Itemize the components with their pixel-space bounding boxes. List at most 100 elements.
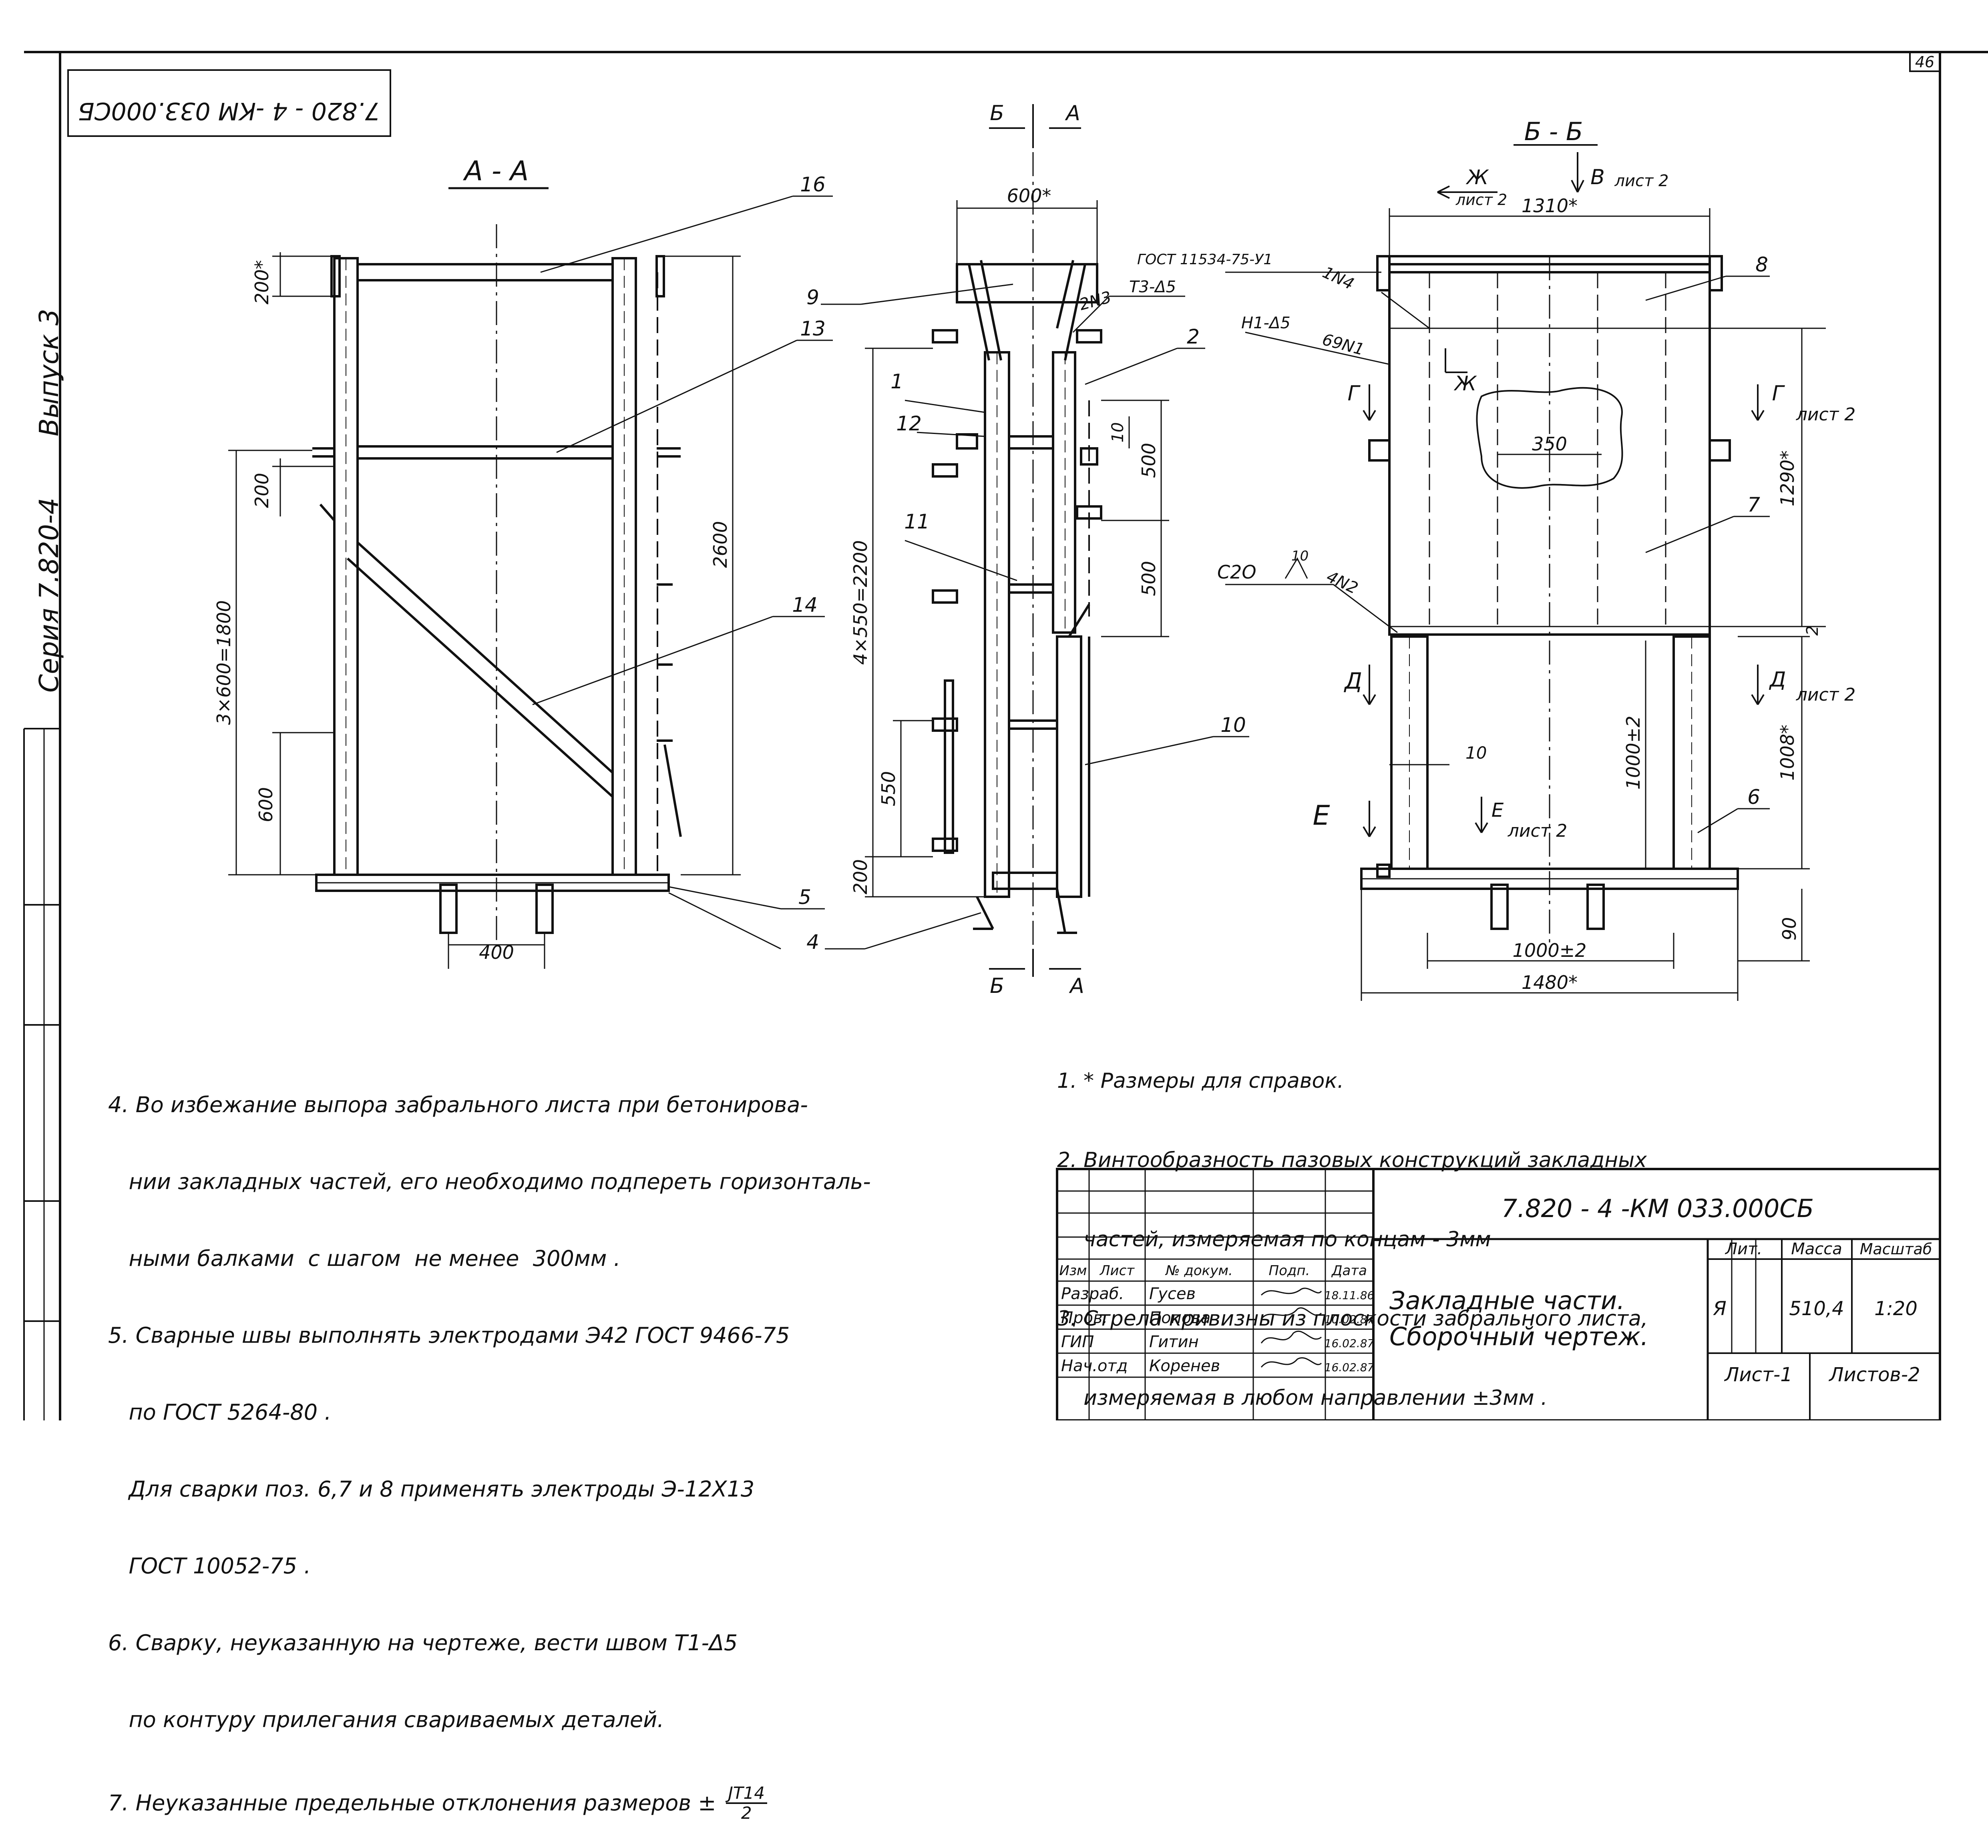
note-3-cont: измеряемая в любом направлении ±3мм . xyxy=(1057,1386,1548,1410)
tb-title-line2: Сборочный чертеж. xyxy=(1389,1322,1648,1351)
tb-doc-code: 7.820 - 4 -КМ 033.000СБ xyxy=(1502,1194,1814,1223)
pos-5: 5 xyxy=(798,886,811,909)
tolerance-denominator: 2 xyxy=(741,1803,752,1823)
tb-sheet: Лист-1 xyxy=(1724,1364,1793,1386)
tb-role-prov: Пров. xyxy=(1061,1309,1108,1327)
weld-c20: С2О xyxy=(1217,561,1256,583)
weld-69n1: 69N1 xyxy=(1320,330,1366,359)
note-7-row: 7. Неуказанные предельные отклонения раз… xyxy=(108,1784,871,1822)
weld-t3: Т3-Δ5 xyxy=(1129,278,1176,296)
tb-name-nach: Коренев xyxy=(1149,1357,1220,1375)
cut-bottom-b: Б xyxy=(990,974,1004,998)
tb-lit-value: Я xyxy=(1713,1298,1726,1320)
cut-bottom-a: А xyxy=(1069,974,1084,998)
tb-header-date: Дата xyxy=(1331,1263,1367,1279)
dim-bb-2: 2 xyxy=(1803,625,1822,635)
rotated-code-box xyxy=(67,69,391,137)
weld-h1: Н1-Δ5 xyxy=(1241,314,1290,332)
tb-mass-header: Масса xyxy=(1791,1240,1842,1258)
dim-side-600: 600* xyxy=(1007,185,1051,207)
note-7: 7. Неуказанные предельные отклонения раз… xyxy=(108,1790,716,1816)
view-d-sub: лист 2 xyxy=(1796,685,1856,705)
tb-name-razrab: Гусев xyxy=(1149,1285,1196,1303)
view-d-right: Д xyxy=(1769,668,1786,692)
side-series-label: Серия 7.820-4 xyxy=(34,498,64,693)
pos-16: 16 xyxy=(800,173,826,196)
note-4-cont2: ными балками с шагом не менее 300мм . xyxy=(108,1246,621,1271)
view-v: В xyxy=(1590,165,1605,189)
note-4: 4. Во избежание выпора забрального листа… xyxy=(108,1092,808,1117)
tb-header-sign: Подп. xyxy=(1269,1263,1310,1279)
dim-aa-2600: 2600 xyxy=(710,521,731,568)
page-number: 46 xyxy=(1915,53,1934,71)
dim-side-500-b: 500 xyxy=(1138,561,1160,596)
pos-11: 11 xyxy=(904,510,930,533)
tb-date-nach: 16.02.87 xyxy=(1325,1361,1375,1374)
tb-mass-value: 510,4 xyxy=(1789,1298,1844,1320)
cut-top-b: Б xyxy=(990,101,1004,125)
dim-bb-1008: 1008* xyxy=(1777,725,1798,781)
pos-1: 1 xyxy=(890,370,903,393)
dim-aa-400: 400 xyxy=(479,942,514,963)
drawing-sheet: 46 7.820 - 4 -КМ 033.000СБ Серия 7.820-4… xyxy=(23,51,1988,1420)
tolerance-fraction: JT14 2 xyxy=(726,1784,767,1823)
rotated-doc-code: 7.820 - 4 -КМ 033.000СБ xyxy=(78,97,380,125)
pos-14: 14 xyxy=(792,593,818,617)
pos-9: 9 xyxy=(806,286,819,309)
tb-sheets: Листов-2 xyxy=(1828,1364,1920,1386)
dim-side-4x550: 4×550=2200 xyxy=(850,540,871,665)
weld-10: 10 xyxy=(1291,548,1309,564)
notes-right: 1. * Размеры для справок. 2. Винтообразн… xyxy=(1057,1015,1648,1438)
dim-side-10: 10 xyxy=(1109,422,1127,443)
tb-header-list: Лист xyxy=(1099,1263,1135,1279)
tb-scale-header: Масштаб xyxy=(1860,1240,1932,1258)
pos-8: 8 xyxy=(1755,253,1768,276)
dim-bb-90: 90 xyxy=(1779,917,1800,941)
dim-bb-1290: 1290* xyxy=(1777,450,1798,506)
tb-header-izm: Изм xyxy=(1059,1263,1087,1279)
view-g-left: Г xyxy=(1348,382,1361,406)
note-2-cont: частей, измеряемая по концам - 3мм xyxy=(1057,1227,1491,1251)
tolerance-numerator: JT14 xyxy=(726,1784,767,1804)
tb-role-gip: ГИП xyxy=(1061,1333,1094,1351)
view-g-sub: лист 2 xyxy=(1796,404,1856,425)
view-g-right: Г xyxy=(1772,382,1785,406)
note-4-cont1: нии закладных частей, его необходимо под… xyxy=(108,1169,871,1194)
notes-left: 4. Во избежание выпора забрального листа… xyxy=(108,1041,871,1848)
view-e-inner: Е xyxy=(1492,799,1504,822)
dim-bb-10: 10 xyxy=(1465,743,1487,763)
note-5-cont3: ГОСТ 10052-75 . xyxy=(108,1553,311,1579)
dim-side-550: 550 xyxy=(878,771,899,806)
view-section-bb: Б - Б 350 xyxy=(1137,117,1855,1001)
weld-1n4: 1N4 xyxy=(1320,263,1357,293)
dim-bb-1000-h: 1000±2 xyxy=(1513,940,1587,961)
tb-name-prov: Попова xyxy=(1149,1309,1210,1327)
weld-gost: ГОСТ 11534-75-У1 xyxy=(1137,251,1272,268)
pos-13: 13 xyxy=(800,317,826,340)
view-aa-title: А - А xyxy=(463,155,529,187)
view-zh-top: Ж xyxy=(1465,166,1489,189)
tb-date-razrab: 18.11.86 xyxy=(1325,1289,1375,1302)
view-d-left: Д xyxy=(1343,668,1362,694)
dim-aa-200: 200 xyxy=(251,473,273,508)
note-2: 2. Винтообразность пазовых конструкций з… xyxy=(1057,1148,1647,1172)
note-6-cont: по контуру прилегания свариваемых детале… xyxy=(108,1707,664,1732)
view-zh-inner: Ж xyxy=(1453,372,1477,395)
tb-name-gip: Гитин xyxy=(1149,1333,1199,1351)
tb-date-gip: 16.02.87 xyxy=(1325,1337,1375,1350)
view-bb-title: Б - Б xyxy=(1524,117,1583,146)
pos-10: 10 xyxy=(1220,713,1246,737)
view-section-aa: А - А xyxy=(213,155,833,969)
tb-lit-header: Лит. xyxy=(1725,1240,1762,1258)
dim-bb-1480: 1480* xyxy=(1522,972,1578,993)
tb-role-razrab: Разраб. xyxy=(1061,1285,1124,1303)
pos-6: 6 xyxy=(1747,785,1760,809)
view-zh-top-sub: лист 2 xyxy=(1455,191,1507,209)
dim-bb-1000-v: 1000±2 xyxy=(1622,716,1644,790)
tb-role-nach: Нач.отд xyxy=(1061,1357,1128,1375)
dim-side-200: 200 xyxy=(850,859,871,894)
weld-4n2: 4N2 xyxy=(1324,567,1361,598)
tb-header-doc: № докум. xyxy=(1165,1263,1233,1279)
dim-side-500-a: 500 xyxy=(1138,443,1160,478)
cut-top-a: А xyxy=(1065,101,1080,125)
